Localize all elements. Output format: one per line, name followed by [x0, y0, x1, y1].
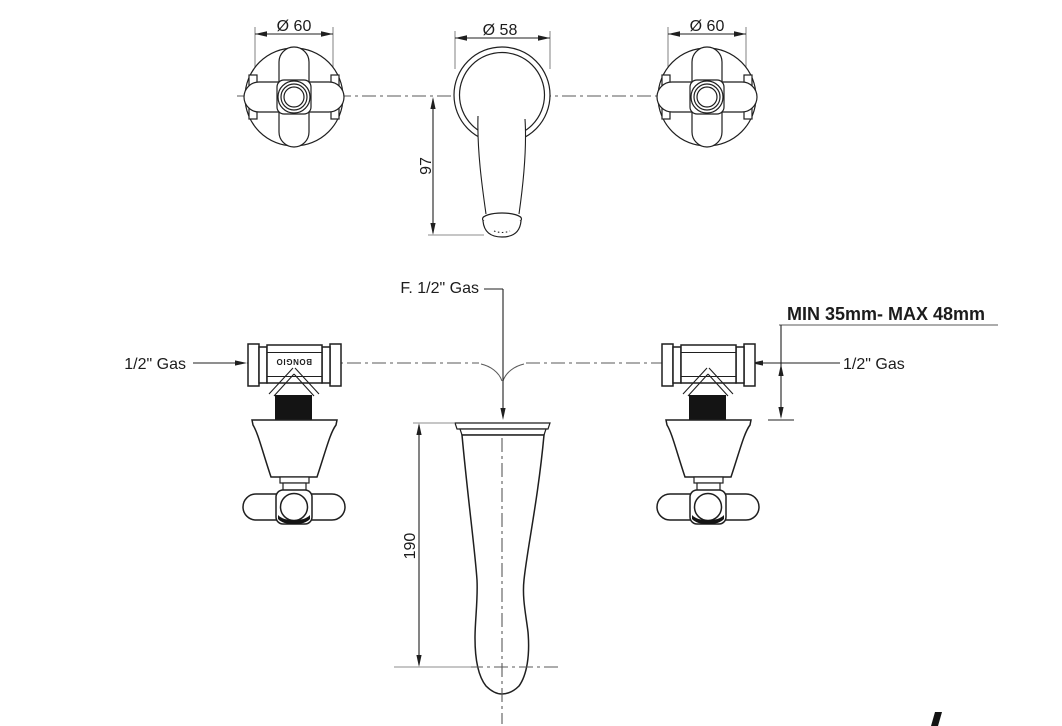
left-valve-flange-inner-right: [321, 346, 331, 384]
right-valve-thread: [689, 395, 726, 422]
dim-label-190: 190: [402, 533, 419, 560]
right-escutcheon: [665, 419, 752, 478]
left-valve-flange-outer-left: [247, 343, 260, 387]
top-view: Ø 60 Ø 58 Ø 60: [237, 18, 758, 238]
dim-label-left-handle: Ø 60: [277, 18, 312, 35]
label-center-inlet: F. 1/2" Gas: [400, 280, 479, 297]
right-valve-body: [680, 344, 737, 384]
dim-label-right-handle: Ø 60: [690, 18, 725, 35]
label-right-inlet: 1/2" Gas: [843, 356, 905, 373]
label-left-inlet: 1/2" Gas: [124, 356, 186, 373]
left-handle-neck-rim: [279, 476, 310, 484]
left-handle-top-view: [243, 46, 345, 148]
right-valve-cone: [682, 367, 734, 397]
centerline-funnel-left: [480, 363, 503, 382]
right-valve-flange-inner-left: [672, 346, 682, 384]
right-handle-cap: [692, 515, 724, 525]
label-wall-depth-range: MIN 35mm- MAX 48mm: [787, 304, 985, 324]
right-valve-flange-outer-left: [661, 343, 674, 387]
logo-fragment: [931, 712, 942, 726]
left-valve-flange-outer-right: [329, 343, 342, 387]
right-valve-assembly: [656, 343, 760, 525]
spout-top-view: [453, 46, 551, 238]
left-escutcheon: [251, 419, 338, 478]
right-inlet-callout: 1/2" Gas: [751, 356, 905, 373]
dimension-right-handle-diameter: Ø 60: [667, 18, 747, 73]
right-handle-top-view: [656, 46, 758, 148]
centerline-funnel-right: [502, 363, 525, 382]
left-valve-cone: [268, 367, 320, 397]
right-handle-neck-rim: [693, 476, 724, 484]
spout-wall-flange: [454, 422, 551, 430]
left-valve-assembly: BONGIO: [242, 343, 346, 525]
front-view: F. 1/2" Gas 1/2" Gas 1/2" Gas MIN 35mm- …: [124, 280, 998, 724]
dimension-left-handle-diameter: Ø 60: [254, 18, 334, 73]
brand-marking: BONGIO: [276, 357, 312, 366]
right-valve-flange-inner-right: [735, 346, 745, 384]
left-valve-flange-inner-left: [258, 346, 268, 384]
spout-body: [461, 434, 545, 695]
center-inlet-callout: F. 1/2" Gas: [400, 280, 506, 420]
left-handle-front-ring: [279, 492, 309, 522]
left-inlet-callout: 1/2" Gas: [124, 356, 247, 373]
dim-label-spout-diameter: Ø 58: [483, 22, 518, 39]
right-handle-front-ring: [693, 492, 723, 522]
wall-depth-dimension: MIN 35mm- MAX 48mm: [768, 304, 998, 421]
dimension-spout-diameter: Ø 58: [454, 22, 551, 69]
left-valve-thread: [275, 395, 312, 422]
dim-label-97: 97: [418, 157, 435, 175]
left-handle-cap: [278, 515, 310, 525]
dimension-spout-height: 190: [394, 422, 471, 668]
spout-wall-flange-band: [459, 428, 547, 436]
dimension-spout-reach: 97: [418, 97, 484, 236]
spout-front-view: [444, 422, 559, 724]
right-valve-flange-outer-right: [743, 343, 756, 387]
